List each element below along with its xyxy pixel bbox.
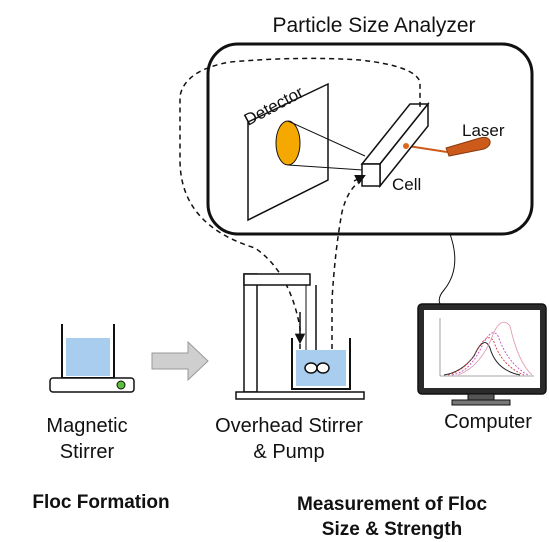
laser-label: Laser [462, 121, 505, 140]
laser-body [445, 136, 491, 157]
computer-monitor [417, 303, 547, 406]
impeller-left [304, 362, 318, 374]
sample-loop-inner [331, 179, 363, 358]
beam-line-top [287, 120, 366, 157]
overhead-stirrer-label-2: & Pump [253, 441, 324, 463]
overhead-stirrer-stand [235, 273, 365, 400]
impeller-right [316, 362, 330, 374]
cell-label: Cell [392, 175, 421, 194]
floc-formation-heading: Floc Formation [32, 492, 169, 513]
data-cable [438, 233, 456, 313]
laser-beam [407, 145, 448, 153]
computer-label: Computer [444, 411, 532, 433]
magnetic-stirrer-label-1: Magnetic [46, 415, 127, 437]
measurement-heading-1: Measurement of Floc [297, 494, 487, 515]
sample-loop-outer [179, 57, 421, 358]
analyzer-box [206, 42, 534, 236]
magnetic-stirrer [49, 324, 135, 393]
measurement-heading-2: Size & Strength [322, 519, 462, 540]
overhead-stirrer-label-1: Overhead Stirrer [215, 415, 363, 437]
indicator-light [116, 380, 126, 390]
beam-line-bottom [287, 164, 364, 171]
magnetic-stirrer-label-2: Stirrer [60, 441, 115, 463]
sample-arrow-up [353, 175, 366, 185]
detector-spot [275, 120, 301, 166]
overhead-beaker [291, 338, 351, 390]
measurement-cell [360, 101, 430, 189]
transfer-arrow [151, 340, 209, 382]
analyzer-title: Particle Size Analyzer [272, 14, 475, 37]
screen-chart [439, 318, 534, 377]
